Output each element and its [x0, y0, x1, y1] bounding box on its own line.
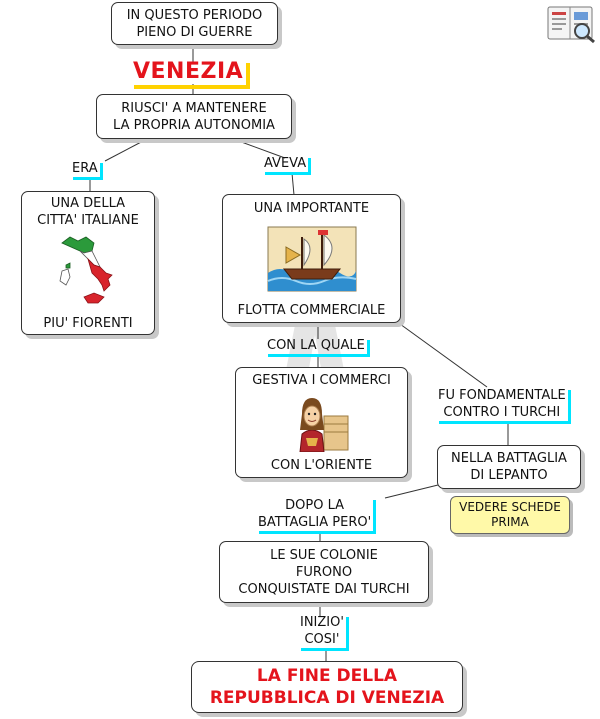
node-commercial-fleet[interactable]: UNA IMPORTANTE FLOTTA COMMERCIALE — [222, 194, 401, 323]
note-text: VEDERE SCHEDE — [459, 500, 561, 514]
label-era: ERA — [72, 161, 98, 176]
node-text: CONQUISTATE DAI TURCHI — [238, 581, 410, 597]
italy-map-icon — [59, 236, 113, 304]
label-dopo-la: DOPO LA BATTAGLIA PERO' — [256, 497, 373, 531]
node-text: GESTIVA I COMMERCI — [252, 373, 391, 388]
merchant-icon — [298, 398, 348, 452]
title-venezia: VENEZIA — [130, 59, 246, 85]
node-autonomy[interactable]: RIUSCI' A MANTENERE LA PROPRIA AUTONOMIA — [96, 94, 292, 139]
node-text: NELLA BATTAGLIA — [451, 451, 567, 466]
book-magnifier-icon[interactable] — [545, 3, 597, 45]
node-text: LE SUE COLONIE — [270, 547, 378, 563]
label-text: COSI' — [304, 632, 340, 647]
node-text: CON L'ORIENTE — [270, 458, 373, 473]
label-con-la-quale: CON LA QUALE — [267, 338, 365, 353]
note-text: PRIMA — [491, 515, 529, 529]
node-text: RIUSCI' A MANTENERE — [121, 100, 267, 116]
node-text: CITTA' ITALIANE — [37, 213, 139, 228]
note-see-cards[interactable]: VEDERE SCHEDE PRIMA — [450, 496, 570, 534]
label-text: FU FONDAMENTALE — [438, 388, 566, 403]
final-text: REPUBBLICA DI VENEZIA — [209, 688, 445, 708]
node-colonies[interactable]: LE SUE COLONIE FURONO CONQUISTATE DAI TU… — [219, 541, 429, 603]
node-text: UNA IMPORTANTE — [253, 201, 370, 216]
node-end-of-republic[interactable]: LA FINE DELLA REPUBBLICA DI VENEZIA — [191, 661, 463, 713]
node-text: PIU' FIORENTI — [43, 316, 133, 331]
label-text: BATTAGLIA PERO' — [258, 515, 372, 530]
node-period-of-wars[interactable]: IN QUESTO PERIODO PIENO DI GUERRE — [111, 2, 278, 45]
node-text: DI LEPANTO — [470, 468, 548, 483]
label-text: DOPO LA — [285, 498, 345, 513]
node-text: FURONO — [295, 564, 353, 580]
label-fu-fondamentale: FU FONDAMENTALE CONTRO I TURCHI — [436, 387, 568, 421]
ship-icon — [267, 226, 356, 291]
label-aveva: AVEVA — [264, 156, 307, 171]
node-text: PIENO DI GUERRE — [136, 24, 253, 40]
node-text: LA PROPRIA AUTONOMIA — [113, 117, 275, 133]
node-text: UNA DELLA — [50, 196, 126, 211]
node-text: IN QUESTO PERIODO — [126, 7, 263, 23]
node-trade-orient[interactable]: GESTIVA I COMMERCI CON L'ORIENTE — [235, 367, 408, 478]
label-text: INIZIO' — [300, 615, 344, 630]
label-text: CONTRO I TURCHI — [443, 405, 561, 420]
node-text: FLOTTA COMMERCIALE — [237, 303, 386, 318]
final-text: LA FINE DELLA — [256, 666, 398, 686]
label-inizio: INIZIO' COSI' — [298, 614, 346, 648]
node-battle-lepanto[interactable]: NELLA BATTAGLIA DI LEPANTO — [437, 445, 581, 489]
node-italian-city[interactable]: UNA DELLA CITTA' ITALIANE PIU' FIORENTI — [21, 191, 155, 335]
